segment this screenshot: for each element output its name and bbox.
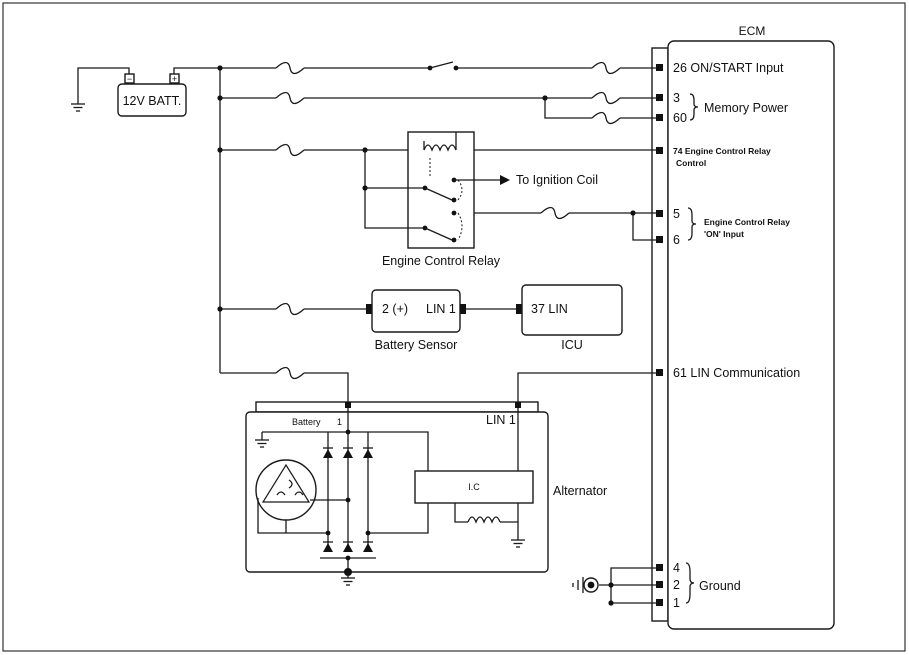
label-lin-comm: 61 LIN Communication [673,366,800,380]
ecm-pin-60 [656,114,663,121]
alternator-connector [255,401,539,413]
alternator-lin-label: LIN 1 [486,413,516,427]
alternator-battery-terminal: Battery [292,417,321,427]
alternator: Battery 1 LIN 1 Alternator I.C [245,401,607,586]
fuse-on-input [540,206,570,220]
alternator-terminal-1: 1 [337,417,342,427]
ecm-connector [651,47,669,622]
fuse-memory-3 [591,91,621,105]
label-pin-1: 1 [673,596,680,610]
battery-sensor-label: Battery Sensor [375,338,458,352]
relay-switch-2 [424,227,453,241]
label-pin-6: 6 [673,233,680,247]
ground-brace [685,562,695,604]
label-pin-60: 60 [673,111,687,125]
rotor-coil [467,516,501,524]
battery-label: 12V BATT. [123,94,182,108]
ecm-pin-2 [656,581,663,588]
label-pin-2: 2 [673,578,680,592]
ecm-title: ECM [739,24,766,38]
alternator-case-ground-icon [341,568,355,586]
ecm-module: ECM [651,24,835,630]
alternator-label: Alternator [553,484,607,498]
fuse-alternator [275,366,305,380]
battery: − + 12V BATT. [71,67,220,117]
battery-body [117,83,187,117]
alternator-body [245,411,549,573]
relay-body [407,131,475,249]
fuse-relay [275,143,305,157]
fuse-on-start-2 [591,61,621,75]
to-ignition-coil-label: To Ignition Coil [516,173,598,187]
alternator-ic-label: I.C [468,482,480,492]
label-ecr-control-2: Control [676,158,706,168]
on-input-brace [687,207,697,241]
battery-minus-sign: − [127,74,132,84]
ecm-pin-61 [656,369,663,376]
label-memory-power: Memory Power [704,101,788,115]
battery-sensor-pin-left: 2 (+) [382,302,408,316]
label-on-start: 26 ON/START Input [673,61,784,75]
ecm-pin-3 [656,94,663,101]
icu-body [521,284,623,336]
label-pin-4: 4 [673,561,680,575]
ignition-switch [429,61,454,69]
ecm-ground [572,567,656,606]
alt-ground-icon [255,432,269,448]
label-ecr-control-1: 74 Engine Control Relay [673,146,771,156]
engine-control-relay: To Ignition Coil Engine Control Relay [362,131,598,268]
battery-sensor: 2 (+) LIN 1 Battery Sensor [366,289,516,352]
ic-ground-icon [511,539,525,548]
relay-label: Engine Control Relay [382,254,501,268]
battery-plus-sign: + [172,74,177,84]
icu: 37 LIN ICU [516,284,623,352]
memory-brace [689,93,699,121]
ecm-body [667,40,835,630]
main-wiring [217,61,656,402]
icu-pin: 37 LIN [531,302,568,316]
label-pin-3: 3 [673,91,680,105]
arrow-icon [500,175,510,185]
lin-comm-wire [517,372,656,402]
ecm-pin-26 [656,64,663,71]
ecm-pin-6 [656,236,663,243]
relay-coil [423,144,457,152]
label-ecr-on-1: Engine Control Relay [704,217,790,227]
rectifier-diodes [257,429,429,572]
ecm-pin-4 [656,564,663,571]
ecm-pins [656,64,663,606]
fuse-battery-sensor [275,302,305,316]
icu-label: ICU [561,338,583,352]
battery-pos-wire [173,67,220,74]
fuse-memory-60 [591,111,621,125]
ecm-pin-labels: 26 ON/START Input 3 60 Memory Power 74 E… [673,61,800,610]
battery-ground-icon [71,103,85,112]
label-ground: Ground [699,579,741,593]
stator-icon [255,459,317,521]
ecm-pin-1 [656,599,663,606]
battery-neg-wire [77,67,130,104]
battery-sensor-pin-right: LIN 1 [426,302,456,316]
ecm-pin-5 [656,210,663,217]
fuse-on-start-1 [275,61,305,75]
alternator-ic [414,470,534,504]
fuse-memory-main [275,91,305,105]
label-pin-5: 5 [673,207,680,221]
relay-switch-1 [424,187,453,201]
label-ecr-on-2: 'ON' Input [704,229,744,239]
ecm-pin-74 [656,147,663,154]
